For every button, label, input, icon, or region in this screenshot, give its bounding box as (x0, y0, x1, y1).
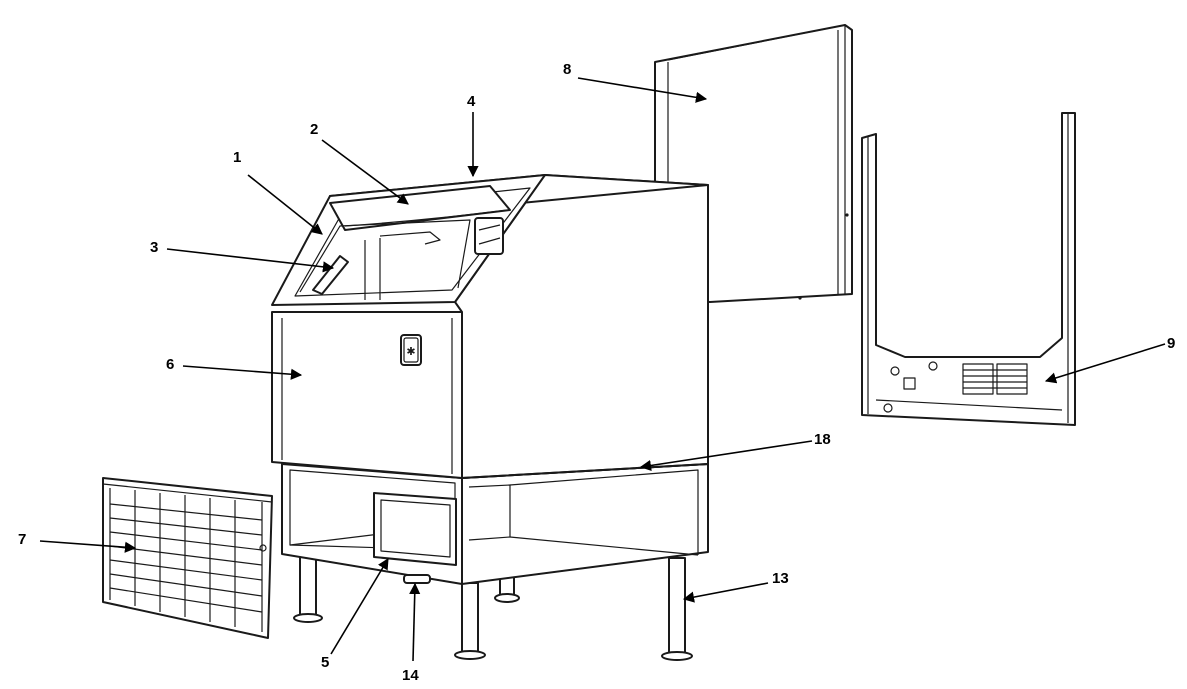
leader-18 (639, 440, 813, 472)
callout-labels: 1 2 3 4 5 6 7 8 9 13 14 18 (18, 61, 1175, 684)
callout-2: 2 (310, 121, 318, 138)
callout-13: 13 (772, 570, 789, 587)
callout-4: 4 (467, 93, 476, 110)
leader-5 (330, 558, 389, 655)
callout-7: 7 (18, 531, 26, 548)
svg-text:✱: ✱ (406, 345, 415, 358)
callout-14: 14 (402, 667, 419, 684)
drain-fitting (403, 574, 431, 584)
leader-arrows (39, 77, 1166, 662)
callout-6: 6 (166, 356, 174, 373)
leader-8 (577, 77, 708, 103)
base-frame (281, 463, 709, 585)
front-grille (102, 477, 273, 639)
scoop-door (373, 492, 457, 566)
leader-7 (39, 540, 137, 553)
leader-9 (1044, 343, 1166, 384)
leader-6 (182, 365, 303, 380)
callout-8: 8 (563, 61, 571, 78)
front-bin-panel (271, 311, 463, 479)
callout-3: 3 (150, 239, 158, 256)
callout-9: 9 (1167, 335, 1175, 352)
bin-base-seam (461, 463, 709, 479)
ice-machine-cabinet: ✱ (271, 174, 709, 661)
callout-18: 18 (814, 431, 831, 448)
callout-1: 1 (233, 149, 241, 166)
door-gasket-and-handle (299, 217, 504, 295)
logo-badge: ✱ (400, 334, 422, 366)
callout-5: 5 (321, 654, 329, 671)
leader-1 (247, 174, 323, 235)
back-panel (861, 112, 1076, 426)
back-panel-vents (962, 363, 1028, 395)
leader-2 (321, 139, 409, 205)
leader-3 (166, 248, 335, 273)
leader-14 (409, 582, 421, 662)
leader-13 (682, 582, 769, 603)
